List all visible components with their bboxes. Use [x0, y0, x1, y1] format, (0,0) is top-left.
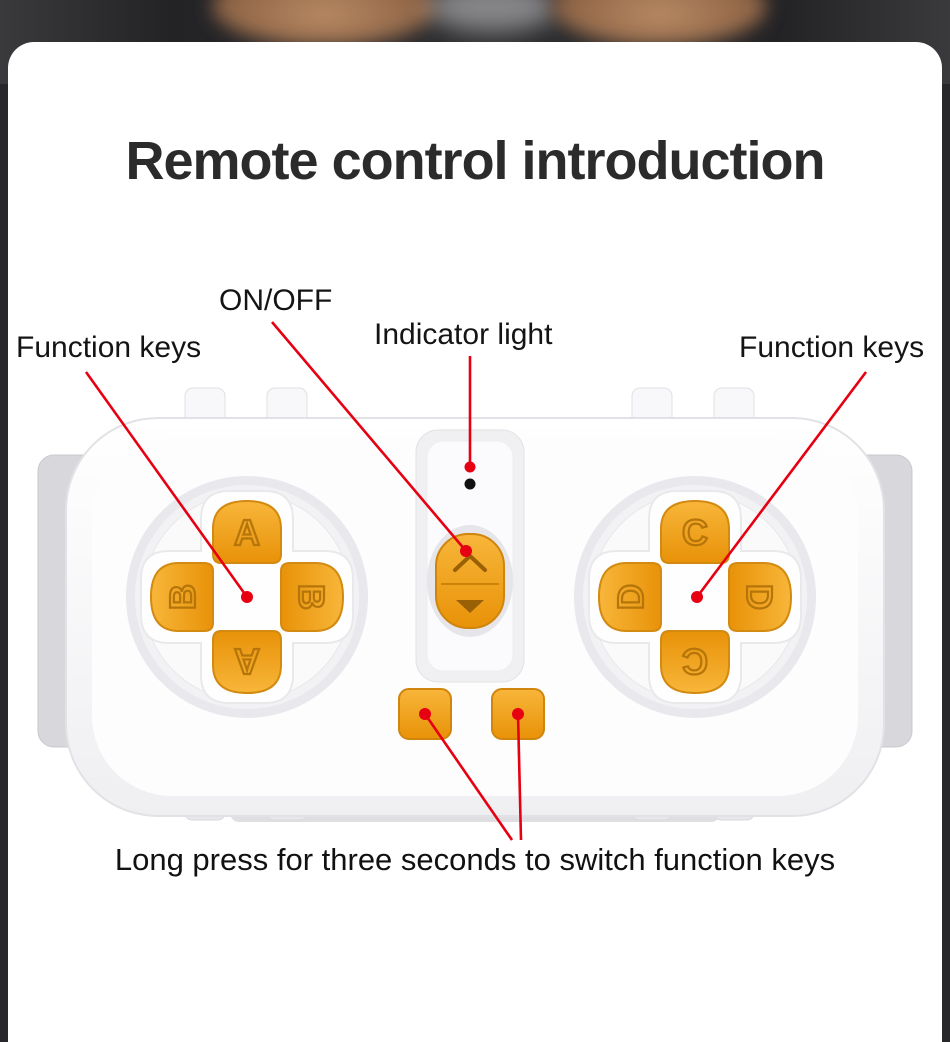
remote-top-studs [184, 387, 755, 427]
label-function-keys-right: Function keys [739, 331, 925, 364]
label-indicator-light: Indicator light [374, 318, 553, 351]
button-b-right: B [280, 562, 345, 632]
button-a-bottom-letter: A [234, 641, 260, 682]
caption-long-press: Long press for three seconds to switch f… [114, 842, 836, 877]
rocker-down-arrow-icon [456, 600, 484, 613]
button-c-top-letter: C [682, 512, 708, 553]
button-c-bottom-letter: C [682, 641, 708, 682]
annotation-line-function-keys-right [695, 371, 868, 598]
annotation-line-switch-right [516, 713, 523, 841]
annotation-line-switch-left [423, 713, 514, 841]
button-b-left-letter: B [162, 584, 203, 610]
annotation-dot-right-dpad [691, 591, 703, 603]
button-d-right: D [728, 562, 793, 632]
button-a-bottom: A [212, 630, 282, 695]
button-c-bottom: C [660, 630, 730, 695]
label-on-off: ON/OFF [219, 284, 333, 317]
annotation-dot-left-dpad [241, 591, 253, 603]
button-d-right-letter: D [739, 584, 780, 610]
annotation-line-function-keys-left [84, 371, 249, 598]
label-function-keys-left: Function keys [16, 331, 202, 364]
button-d-left: D [597, 562, 662, 632]
annotation-dot-indicator [464, 461, 476, 473]
rocker-up-arrow-icon [453, 554, 487, 572]
annotation-line-on-off [271, 321, 467, 552]
button-b-left: B [149, 562, 214, 632]
button-d-left-letter: D [610, 584, 651, 610]
button-b-right-letter: B [291, 584, 332, 610]
indicator-light-dot [464, 478, 476, 490]
button-a-top-letter: A [234, 512, 260, 553]
annotation-dot-switch-left [419, 708, 431, 720]
button-a-top: A [212, 499, 282, 564]
button-c-top: C [660, 499, 730, 564]
page-title: Remote control introduction [125, 131, 826, 191]
annotation-dot-switch-right [512, 708, 524, 720]
on-off-rocker [435, 533, 505, 629]
annotation-dot-rocker [460, 545, 472, 557]
annotations [84, 321, 868, 841]
